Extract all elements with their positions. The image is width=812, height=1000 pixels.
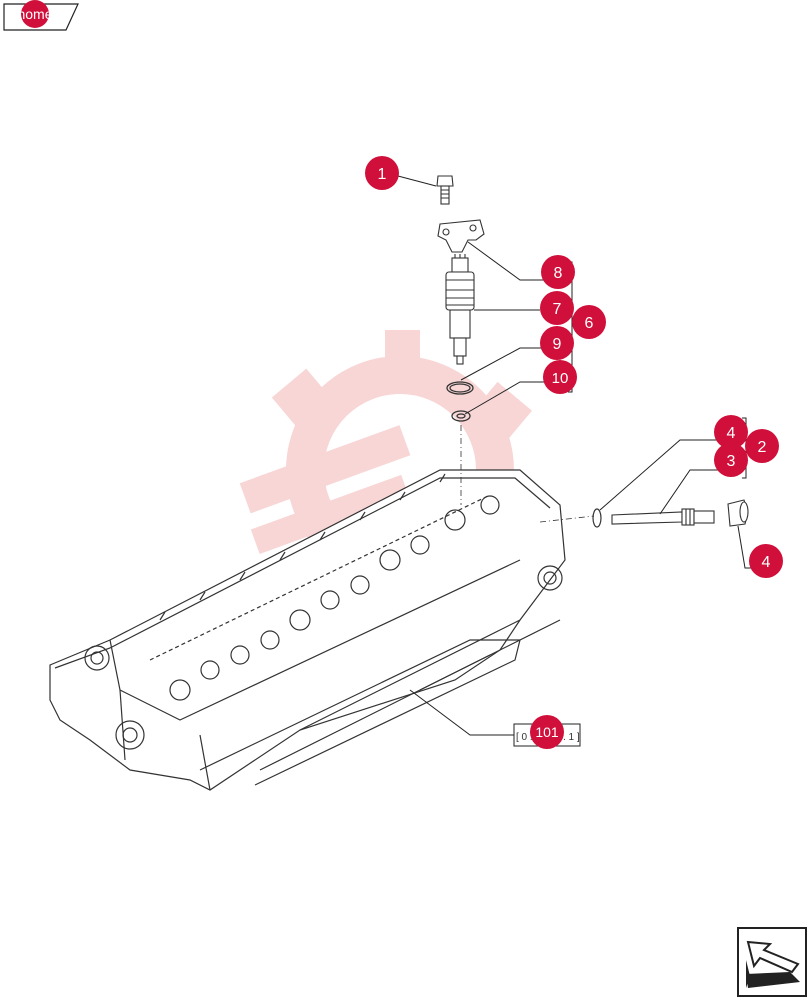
home-button[interactable]: home xyxy=(3,0,79,31)
callout-10-label: 10 xyxy=(552,370,569,387)
callout-1-label: 1 xyxy=(378,166,387,183)
fuel-connector-tube-part xyxy=(611,508,715,526)
callout-7[interactable]: 7 xyxy=(540,291,574,325)
callout-4-seal[interactable]: 4 xyxy=(714,415,748,449)
injector-part xyxy=(445,254,475,365)
arrow-next-page-icon xyxy=(746,940,800,988)
callout-101[interactable]: 101 xyxy=(530,715,564,749)
assembly-centerlines xyxy=(460,425,595,523)
callout-2[interactable]: 2 xyxy=(745,429,779,463)
callout-1[interactable]: 1 xyxy=(365,156,399,190)
callout-8-label: 8 xyxy=(554,265,563,282)
washer-part xyxy=(451,410,471,422)
ref-box-right-text: . 1 ] xyxy=(563,732,580,743)
injector-clamp-part xyxy=(437,219,485,253)
next-page-button[interactable] xyxy=(737,927,807,997)
callout-2-label: 2 xyxy=(758,439,767,456)
callout-8[interactable]: 8 xyxy=(541,255,575,289)
callout-7-label: 7 xyxy=(553,301,562,318)
callout-3[interactable]: 3 xyxy=(714,443,748,477)
home-label: home xyxy=(17,6,52,22)
callout-9-label: 9 xyxy=(553,336,562,353)
callout-10[interactable]: 10 xyxy=(543,360,577,394)
bolt-part xyxy=(436,175,454,205)
seal-ring-part xyxy=(592,508,602,528)
callout-4-nut-label: 4 xyxy=(762,554,771,571)
o-ring-part xyxy=(446,381,474,395)
callout-9[interactable]: 9 xyxy=(540,326,574,360)
callout-6-label: 6 xyxy=(585,315,594,332)
nut-part xyxy=(727,499,749,527)
cylinder-head-drawing xyxy=(49,469,566,791)
callout-101-label: 101 xyxy=(535,724,559,740)
callout-3-label: 3 xyxy=(727,453,736,470)
callout-4-seal-label: 4 xyxy=(727,425,736,442)
callout-6[interactable]: 6 xyxy=(572,305,606,339)
callout-4-nut[interactable]: 4 xyxy=(749,544,783,578)
